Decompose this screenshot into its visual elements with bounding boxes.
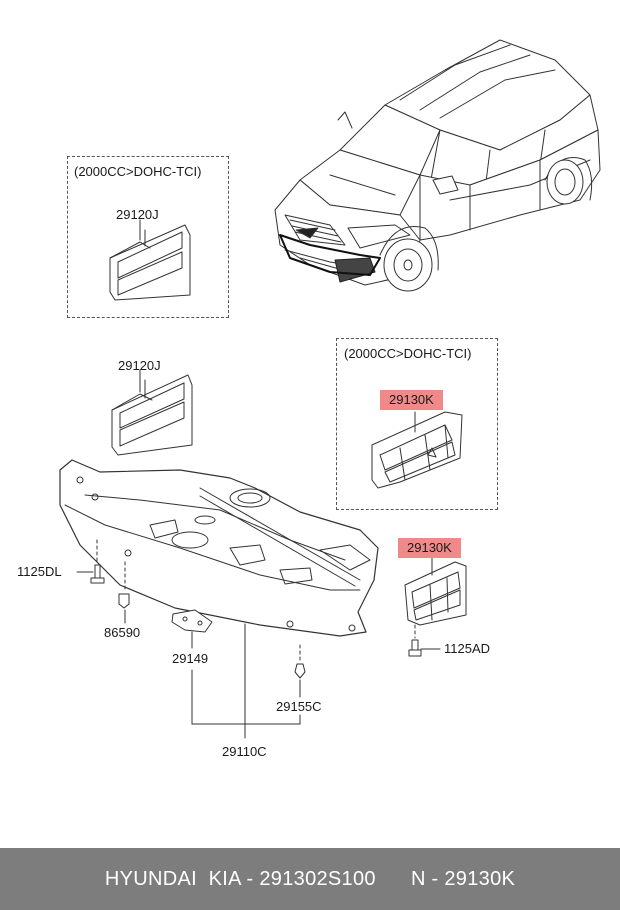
part-29130K-lower bbox=[404, 561, 467, 626]
variant-box-right bbox=[336, 338, 498, 510]
label-29130K-top-highlighted: 29130K bbox=[380, 390, 443, 410]
label-29130K-bottom-highlighted: 29130K bbox=[398, 538, 461, 558]
label-29120J-mid: 29120J bbox=[118, 358, 161, 373]
variant-note-right: (2000CC>DOHC-TCI) bbox=[344, 346, 472, 361]
label-1125AD: 1125AD bbox=[444, 641, 491, 656]
label-29149: 29149 bbox=[172, 651, 209, 666]
variant-box-left bbox=[67, 156, 229, 318]
label-29120J-top: 29120J bbox=[116, 207, 159, 222]
leader-lines bbox=[76, 219, 441, 739]
variant-note-left: (2000CC>DOHC-TCI) bbox=[74, 164, 202, 179]
part-29130K-boxed bbox=[371, 411, 463, 489]
car-illustration bbox=[274, 39, 601, 292]
diagram-drawing bbox=[59, 39, 601, 739]
label-1125DL: 1125DL bbox=[17, 564, 62, 579]
label-86590: 86590 bbox=[104, 625, 141, 640]
fasteners bbox=[90, 564, 422, 679]
part-29120J-top bbox=[109, 224, 191, 301]
part-29110C-undercover bbox=[59, 459, 379, 637]
label-29110C: 29110C bbox=[222, 744, 267, 759]
label-29155C: 29155C bbox=[276, 699, 322, 714]
part-29120J-mid bbox=[111, 374, 193, 456]
footer-part-number-bar: HYUNDAI KIA - 291302S100 N - 29130K bbox=[0, 848, 620, 910]
